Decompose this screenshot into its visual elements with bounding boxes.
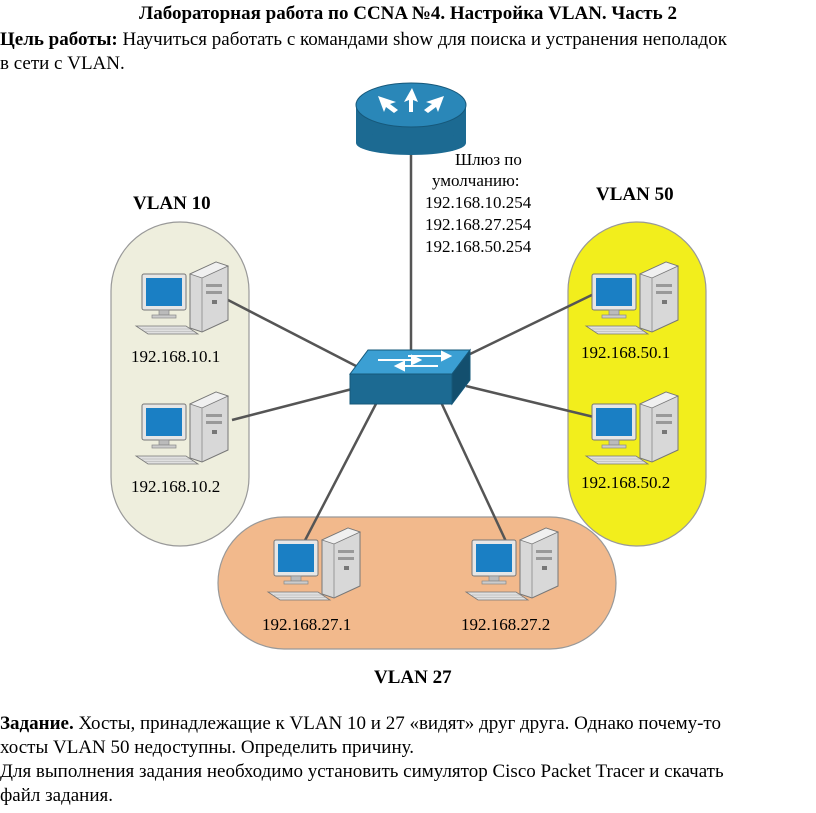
switch-icon [349,348,471,406]
gateway-label-2: умолчанию: [432,171,520,190]
task-paragraph: Задание. Хосты, принадлежащие к VLAN 10 … [0,712,816,808]
goal-text-2: в сети с VLAN. [0,53,125,74]
router-icon [355,82,467,155]
page-title: Лабораторная работа по CCNA №4. Настройк… [139,3,677,24]
host-ip: 192.168.27.2 [461,615,550,634]
task-text-3: Для выполнения задания необходимо устано… [0,761,724,782]
host-ip: 192.168.50.2 [581,473,670,492]
gateway-ip: 192.168.27.254 [425,215,532,234]
goal-text-1: Научиться работать с командами show для … [117,29,727,50]
task-text-1: Хосты, принадлежащие к VLAN 10 и 27 «вид… [73,713,721,734]
goal-paragraph: Цель работы: Научиться работать с команд… [0,28,816,76]
vlan-label: VLAN 10 [133,193,211,214]
host-ip: 192.168.50.1 [581,343,670,362]
vlan-label: VLAN 50 [596,184,674,205]
host-ip: 192.168.10.1 [131,347,220,366]
host-ip: 192.168.10.2 [131,477,220,496]
gateway-ip: 192.168.50.254 [425,237,532,256]
vlan-50-zone [567,221,707,547]
task-label: Задание. [0,713,74,734]
gateway-label-1: Шлюз по [455,150,522,169]
goal-label: Цель работы: [0,29,118,50]
task-text-4: файл задания. [0,785,114,806]
network-links [227,150,599,551]
network-diagram: Шлюз по умолчанию: 192.168.10.254 192.16… [110,82,707,688]
vlan-label: VLAN 27 [374,667,452,688]
task-text-2: хосты VLAN 50 недоступны. Определить при… [0,737,414,758]
host-ip: 192.168.27.1 [262,615,351,634]
gateway-ip: 192.168.10.254 [425,193,532,212]
